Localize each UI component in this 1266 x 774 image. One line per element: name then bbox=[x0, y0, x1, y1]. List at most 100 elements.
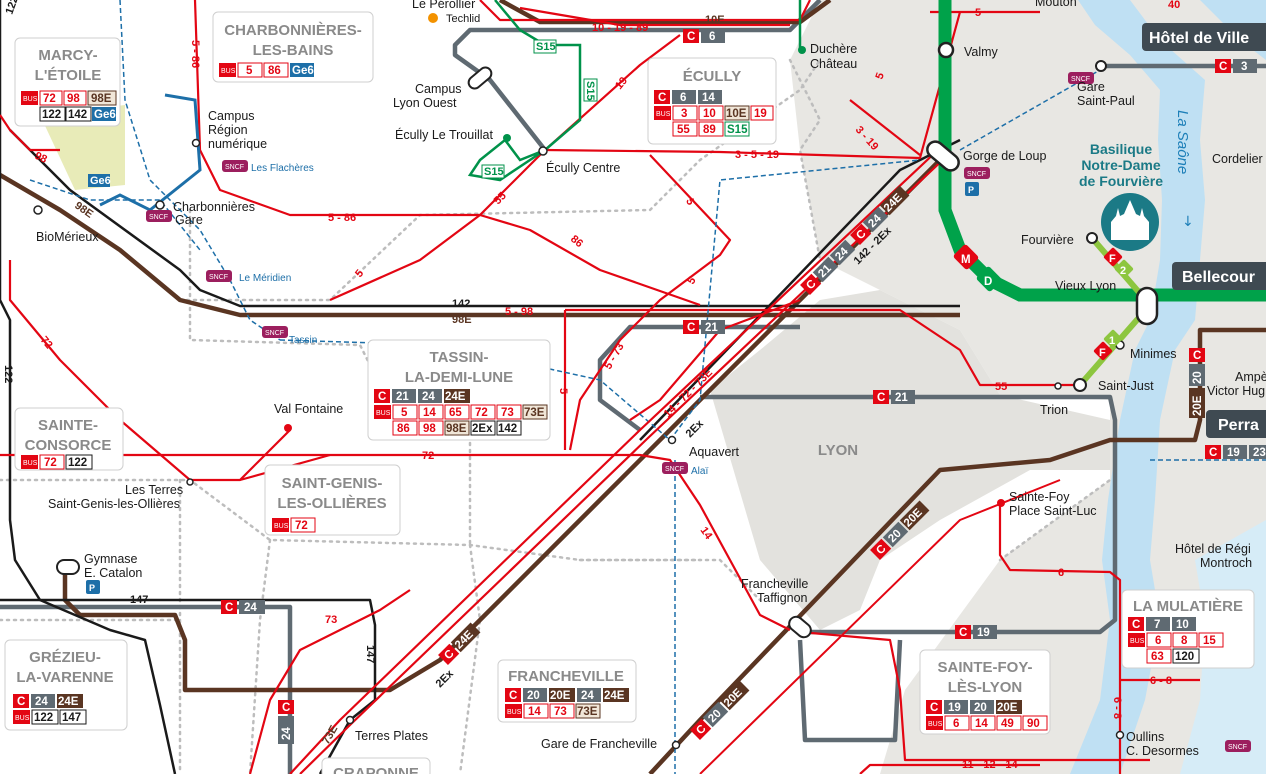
river-label: La Saône bbox=[1174, 110, 1191, 174]
svg-text:73E: 73E bbox=[577, 706, 598, 718]
svg-text:Lyon Ouest: Lyon Ouest bbox=[393, 96, 457, 110]
svg-text:72: 72 bbox=[422, 450, 434, 462]
svg-text:Saint-Genis-les-Ollières: Saint-Genis-les-Ollières bbox=[48, 497, 180, 511]
svg-text:BUS: BUS bbox=[1130, 638, 1145, 645]
station-campus-region[interactable] bbox=[191, 138, 201, 148]
station-ecully-centre[interactable] bbox=[538, 146, 548, 156]
svg-text:C: C bbox=[1132, 619, 1140, 631]
svg-text:Minimes: Minimes bbox=[1130, 347, 1177, 361]
station-saint-just[interactable] bbox=[1073, 378, 1087, 392]
svg-text:SAINTE-: SAINTE- bbox=[38, 417, 98, 434]
svg-text:6: 6 bbox=[1058, 567, 1064, 579]
metro-d-markers: M D F 1 F 2 bbox=[953, 244, 1134, 361]
station-campus-lyon-ouest[interactable] bbox=[466, 65, 494, 91]
svg-text:2: 2 bbox=[1120, 265, 1126, 277]
station-gorge-de-loup[interactable] bbox=[924, 138, 962, 173]
svg-text:49: 49 bbox=[1001, 718, 1014, 730]
station-vieux-lyon[interactable] bbox=[1135, 286, 1159, 326]
svg-text:C: C bbox=[1209, 447, 1217, 459]
svg-text:C: C bbox=[1219, 61, 1227, 73]
station-les-terres[interactable] bbox=[186, 478, 194, 486]
station-val-fontaine[interactable] bbox=[284, 424, 292, 432]
svg-text:5 - 86: 5 - 86 bbox=[189, 40, 201, 68]
svg-text:Vieux Lyon: Vieux Lyon bbox=[1055, 279, 1116, 293]
svg-text:5 - 98: 5 - 98 bbox=[505, 306, 533, 318]
station-gymnase[interactable] bbox=[56, 559, 80, 575]
svg-text:Notre-Dame: Notre-Dame bbox=[1081, 157, 1161, 173]
svg-text:2Ex: 2Ex bbox=[684, 417, 707, 440]
station-ecully-trouillat[interactable] bbox=[503, 134, 511, 142]
svg-text:19: 19 bbox=[948, 702, 961, 714]
station-fourviere[interactable] bbox=[1086, 232, 1098, 244]
svg-text:14: 14 bbox=[975, 718, 988, 730]
svg-text:5: 5 bbox=[246, 65, 253, 77]
svg-text:10E: 10E bbox=[705, 14, 725, 26]
svg-text:86: 86 bbox=[268, 65, 281, 77]
svg-text:C: C bbox=[877, 392, 885, 404]
station-duchere[interactable] bbox=[798, 46, 806, 54]
station-sainte-foy-place[interactable] bbox=[997, 499, 1005, 507]
svg-text:SNCF: SNCF bbox=[225, 164, 244, 171]
svg-text:Gare: Gare bbox=[1077, 80, 1105, 94]
sncf-icon bbox=[206, 270, 232, 282]
svg-text:CRAPONNE: CRAPONNE bbox=[333, 765, 419, 774]
svg-text:BUS: BUS bbox=[15, 715, 30, 722]
svg-text:14: 14 bbox=[423, 407, 436, 419]
svg-text:Tassin: Tassin bbox=[289, 335, 317, 346]
svg-text:Campus: Campus bbox=[208, 109, 255, 123]
sncf-icon bbox=[964, 167, 990, 179]
main-trunk bbox=[289, 147, 1061, 774]
svg-text:2Ex: 2Ex bbox=[472, 423, 493, 435]
station-gare-francheville[interactable] bbox=[671, 740, 681, 750]
svg-text:147: 147 bbox=[130, 594, 148, 606]
svg-text:21: 21 bbox=[396, 391, 409, 403]
svg-text:C: C bbox=[959, 627, 967, 639]
svg-text:C: C bbox=[225, 602, 233, 614]
svg-text:90: 90 bbox=[1027, 718, 1040, 730]
svg-text:BUS: BUS bbox=[928, 721, 943, 728]
svg-text:10 - 19 - 89: 10 - 19 - 89 bbox=[592, 22, 648, 34]
svg-text:86: 86 bbox=[568, 233, 585, 250]
station-francheville-taffignon[interactable] bbox=[786, 614, 813, 640]
svg-text:20: 20 bbox=[527, 690, 540, 702]
station-charbonnieres-gare[interactable] bbox=[155, 200, 165, 210]
svg-text:Campus: Campus bbox=[415, 82, 462, 96]
station-terres-plates[interactable] bbox=[345, 715, 355, 725]
svg-text:7: 7 bbox=[1154, 619, 1160, 631]
svg-text:142: 142 bbox=[68, 109, 87, 121]
svg-text:BUS: BUS bbox=[376, 410, 391, 417]
svg-text:Saint-Paul: Saint-Paul bbox=[1077, 94, 1135, 108]
svg-text:C: C bbox=[658, 92, 666, 104]
svg-text:Francheville: Francheville bbox=[741, 577, 808, 591]
station-markers[interactable] bbox=[33, 41, 1159, 750]
svg-text:SNCF: SNCF bbox=[967, 171, 986, 178]
svg-text:Duchère: Duchère bbox=[810, 42, 857, 56]
svg-text:SNCF: SNCF bbox=[665, 466, 684, 473]
svg-text:Écully Le Trouillat: Écully Le Trouillat bbox=[395, 127, 493, 142]
svg-text:de Fourvière: de Fourvière bbox=[1079, 173, 1163, 189]
svg-text:19: 19 bbox=[1227, 447, 1240, 459]
svg-text:LES-OLLIÈRES: LES-OLLIÈRES bbox=[277, 495, 386, 512]
svg-text:F: F bbox=[1109, 253, 1116, 265]
svg-text:122: 122 bbox=[2, 365, 14, 383]
station-biomerieux[interactable] bbox=[33, 205, 43, 215]
svg-text:10: 10 bbox=[703, 108, 716, 120]
svg-text:11 - 12 - 14: 11 - 12 - 14 bbox=[962, 759, 1019, 771]
svg-text:3: 3 bbox=[1241, 61, 1247, 73]
station-oullins[interactable] bbox=[1115, 730, 1125, 740]
svg-text:C: C bbox=[378, 391, 386, 403]
svg-text:73: 73 bbox=[554, 706, 567, 718]
metro-line-d bbox=[938, 0, 1266, 302]
sncf-icon bbox=[262, 326, 288, 338]
svg-text:1: 1 bbox=[1109, 335, 1115, 347]
svg-text:BUS: BUS bbox=[23, 460, 38, 467]
commune-lyon: LYON bbox=[818, 442, 858, 459]
svg-text:SNCF: SNCF bbox=[149, 214, 168, 221]
station-valmy[interactable] bbox=[937, 41, 955, 59]
station-gare-saint-paul[interactable] bbox=[1095, 60, 1107, 72]
svg-text:Saint-Just: Saint-Just bbox=[1098, 379, 1154, 393]
station-trion[interactable] bbox=[1054, 382, 1062, 390]
station-aquavert[interactable] bbox=[667, 435, 677, 445]
svg-text:122: 122 bbox=[42, 109, 61, 121]
